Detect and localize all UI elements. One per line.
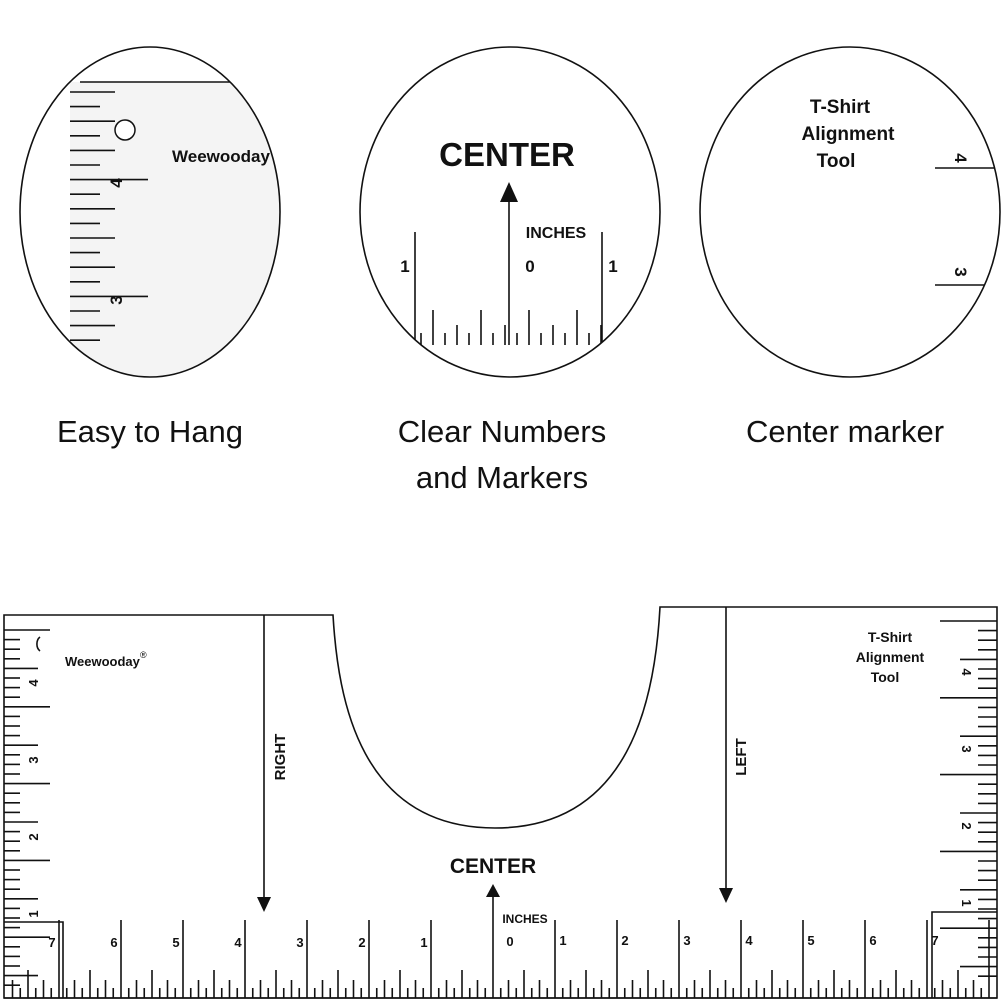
tool-outline: [3, 606, 998, 999]
feature-easy-to-hang: Weewooday ® 4 3 Easy to Hang: [19, 46, 295, 449]
arrow-down-icon: [257, 897, 271, 912]
feature-center-marker: T-Shirt Alignment Tool 4 3 Center marker: [699, 46, 1001, 449]
ruler-number: 2: [26, 833, 41, 840]
units-label: INCHES: [502, 912, 547, 926]
ruler-number: 1: [26, 910, 41, 917]
feature-clear-numbers: CENTER INCHES 1 0 1 Clear Numbers and Ma…: [359, 46, 661, 495]
ruler-number: 3: [296, 935, 303, 950]
arrow-up-icon: [486, 884, 500, 897]
ruler-number: 6: [110, 935, 117, 950]
ruler-number: 2: [358, 935, 365, 950]
ruler-number: 5: [807, 933, 814, 948]
tool-brand: Weewooday: [65, 654, 141, 669]
tool-product-line: Alignment: [856, 649, 925, 665]
left-label: LEFT: [733, 738, 750, 776]
ruler-number: 4: [745, 933, 753, 948]
ruler-number: 1: [559, 933, 566, 948]
feature-caption: Easy to Hang: [57, 414, 243, 449]
arrow-up-icon: [500, 182, 518, 202]
ruler-number: 4: [234, 935, 242, 950]
ruler-number: 7: [48, 935, 55, 950]
feature-caption: Center marker: [746, 414, 944, 449]
feature-caption: Clear Numbers: [398, 414, 606, 449]
ruler-label: 1: [400, 257, 409, 276]
ruler-number: 3: [683, 933, 690, 948]
ruler-label: 3: [107, 295, 126, 304]
arrow-down-icon: [719, 888, 733, 903]
product-name-line: T-Shirt: [810, 97, 871, 118]
hang-hole-icon: [36, 636, 41, 652]
ruler-number: 2: [621, 933, 628, 948]
units-label: INCHES: [526, 225, 587, 242]
tool-product-line: T-Shirt: [868, 629, 913, 645]
ruler-label: 4: [107, 178, 126, 188]
hang-hole-icon: [114, 119, 136, 141]
product-name-line: Tool: [817, 151, 856, 172]
ruler-number: 5: [172, 935, 179, 950]
zero-label: 0: [506, 934, 513, 949]
product-name-line: Alignment: [802, 124, 896, 145]
ruler-number: 3: [959, 745, 974, 752]
right-label: RIGHT: [272, 734, 289, 781]
registered-mark: ®: [286, 139, 295, 153]
ruler-number: 3: [26, 756, 41, 763]
ruler-number: 4: [26, 679, 41, 687]
ruler-number: 1: [959, 899, 974, 906]
ruler-label: 3: [951, 267, 970, 276]
feature-caption: and Markers: [416, 460, 588, 495]
center-label: CENTER: [439, 136, 575, 173]
ruler-number: 4: [959, 668, 974, 676]
center-label: CENTER: [450, 855, 536, 878]
brand-name: Weewooday: [172, 147, 270, 166]
ruler-number: 2: [959, 822, 974, 829]
ruler-number: 6: [869, 933, 876, 948]
ruler-number: 1: [420, 935, 427, 950]
ruler-label: 0: [525, 257, 534, 276]
ruler-label: 1: [608, 257, 617, 276]
tool-product-line: Tool: [871, 669, 900, 685]
ruler-label: 4: [951, 153, 970, 163]
tool-registered-mark: ®: [140, 650, 147, 660]
alignment-tool: Weewooday ® T-Shirt Alignment Tool RIGHT…: [3, 606, 998, 999]
ruler-number: 7: [931, 933, 938, 948]
